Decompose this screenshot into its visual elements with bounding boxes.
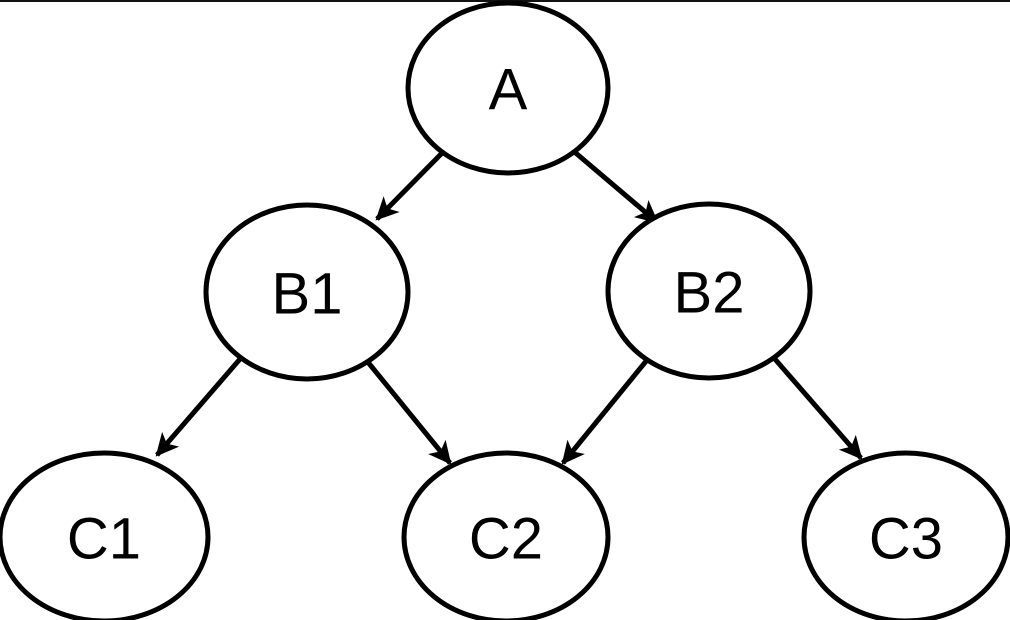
node-c1[interactable]: C1: [0, 450, 211, 620]
node-a-ellipse: [405, 0, 611, 176]
edge-a-to-b1[interactable]: [375, 147, 448, 221]
node-a[interactable]: A: [405, 0, 611, 176]
node-c2[interactable]: C2: [401, 450, 611, 620]
node-b2[interactable]: B2: [605, 201, 813, 381]
node-c2-ellipse: [401, 450, 611, 620]
edge-a-to-b2[interactable]: [569, 147, 659, 224]
edge-b1-to-c2[interactable]: [365, 359, 452, 465]
node-b1-label: B1: [272, 262, 343, 327]
node-a-label: A: [489, 58, 528, 123]
node-c1-ellipse: [0, 450, 211, 620]
node-c3-label: C3: [869, 507, 943, 572]
edge-b2-to-c2[interactable]: [561, 358, 649, 465]
node-b1-ellipse: [203, 202, 411, 382]
node-c1-label: C1: [67, 507, 141, 572]
node-c3[interactable]: C3: [801, 450, 1010, 620]
edges-layer: [155, 147, 863, 465]
edge-b1-to-c1[interactable]: [155, 357, 242, 457]
edge-b2-to-c3[interactable]: [772, 356, 863, 460]
node-c3-ellipse: [801, 450, 1010, 620]
node-b1[interactable]: B1: [203, 202, 411, 382]
node-b2-ellipse: [605, 201, 813, 381]
node-c2-label: C2: [469, 507, 543, 572]
node-b2-label: B2: [674, 261, 745, 326]
